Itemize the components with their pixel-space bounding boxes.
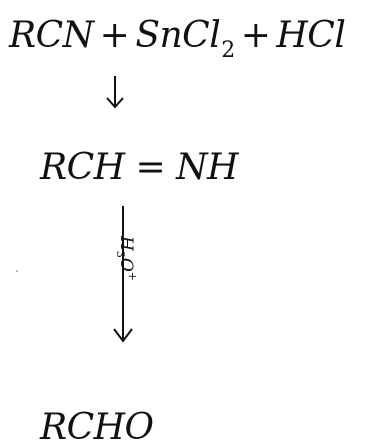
long-down-arrow-icon — [113, 206, 133, 343]
reagent-subscript: 3 — [114, 250, 127, 258]
reagent-label: H3O+ — [114, 236, 188, 296]
plus-sign: + — [240, 15, 271, 56]
product-aldehyde: RCHO — [40, 407, 154, 448]
hydronium-reagent: H3O+ — [114, 236, 139, 281]
scan-speck — [16, 270, 18, 272]
reagent-charge: + — [126, 271, 139, 281]
reactant-sncl: SnCl — [135, 15, 221, 56]
plus-sign: + — [99, 15, 130, 56]
reactants-line: RCN+SnCl2+HCl — [9, 15, 346, 62]
reagent-o: O — [116, 257, 136, 272]
sncl-subscript: 2 — [221, 38, 235, 63]
reactant-hcl: HCl — [276, 15, 346, 56]
reagent-h: H — [116, 236, 136, 251]
reactant-rcn: RCN — [9, 15, 94, 56]
down-arrow-icon — [106, 76, 124, 109]
intermediate-imine: RCH = NH — [40, 147, 239, 188]
